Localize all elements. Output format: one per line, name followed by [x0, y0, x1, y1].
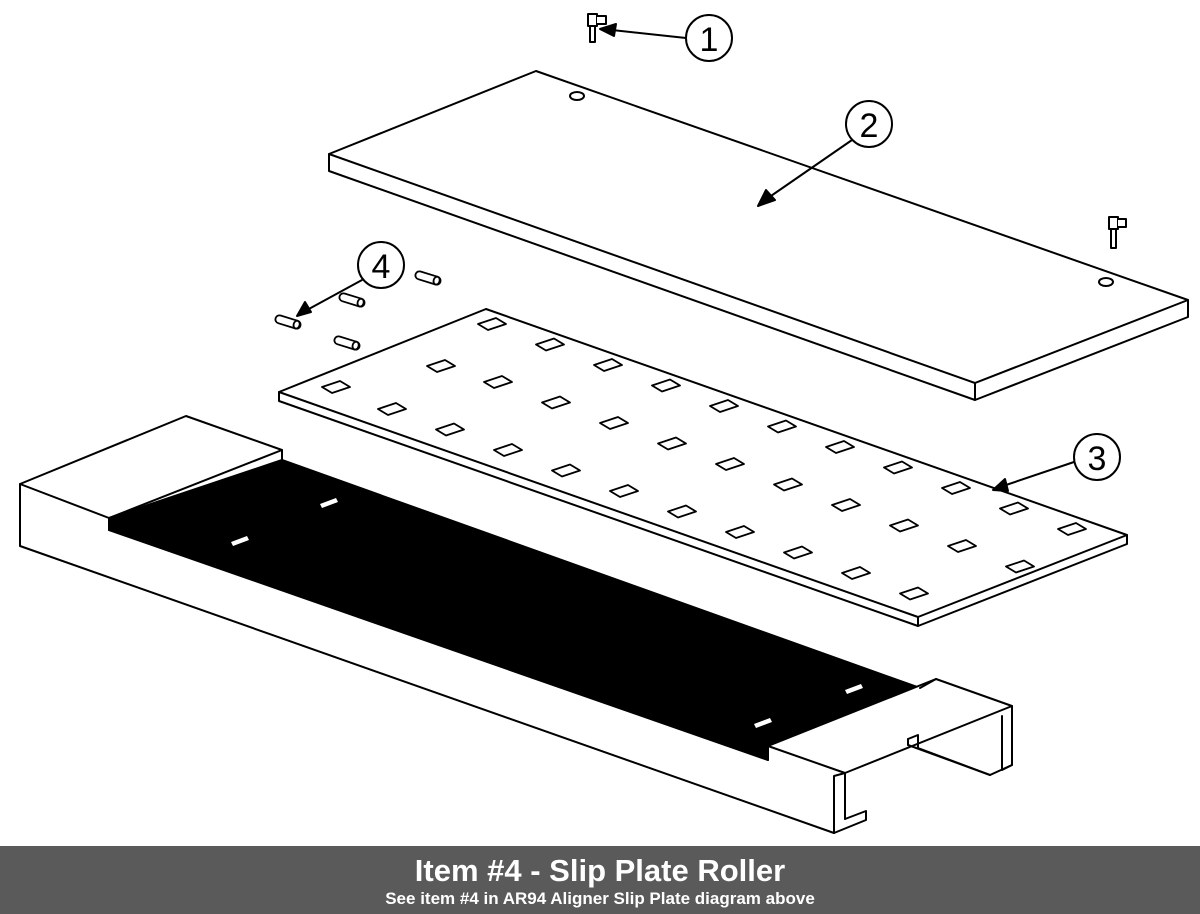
roller-slot [321, 380, 351, 394]
callout-2 [757, 100, 893, 207]
roller-slot [1057, 522, 1087, 536]
roller-slot [667, 504, 697, 519]
callout-2-label: 2 [860, 107, 879, 145]
roller-slot [493, 443, 523, 457]
roller-slot [841, 566, 871, 580]
caption-subtitle: See item #4 in AR94 Aligner Slip Plate d… [385, 889, 815, 908]
exploded-assembly-diagram: 1 2 3 4 [19, 13, 1189, 834]
roller-slot [477, 317, 507, 331]
callout-3 [992, 433, 1121, 492]
roller-slot [773, 477, 803, 492]
roller-plate-part-3 [278, 308, 1128, 627]
roller-slot [767, 419, 797, 434]
bolt-part-1-second [1108, 216, 1127, 249]
roller-slot [825, 440, 855, 454]
callout-1-label: 1 [700, 21, 719, 59]
roller-slot [709, 399, 739, 413]
roller-slot [551, 463, 581, 478]
callout-4-label: 4 [372, 248, 391, 286]
roller-slot [889, 518, 919, 533]
roller-slot [599, 416, 629, 430]
roller-slots [321, 317, 1087, 601]
bolt-part-1 [587, 13, 607, 43]
top-plate-part-2 [328, 70, 1189, 401]
base-channel [19, 415, 1013, 834]
roller-slot [609, 484, 639, 498]
roller-slot [535, 337, 565, 352]
roller-slot [651, 378, 681, 393]
caption-bar: Item #4 - Slip Plate Roller See item #4 … [0, 846, 1200, 914]
roller-slot [593, 358, 623, 372]
roller-slot [883, 460, 913, 475]
roller-slot [783, 545, 813, 560]
roller-slot [725, 525, 755, 539]
roller-slot [426, 359, 456, 373]
caption-title: Item #4 - Slip Plate Roller [414, 853, 786, 888]
roller-slot [435, 422, 465, 437]
roller-slot [941, 481, 971, 495]
callout-3-label: 3 [1088, 440, 1107, 478]
roller-slot [899, 586, 929, 601]
roller-slot [947, 539, 977, 553]
roller-slot [541, 395, 571, 410]
roller-slot [657, 436, 687, 451]
roller-slot [715, 457, 745, 471]
callout-4 [296, 241, 405, 317]
callout-1 [599, 14, 733, 62]
roller-slot [831, 498, 861, 512]
roller-slot [483, 375, 513, 389]
roller-slot [1005, 559, 1035, 574]
roller-slot [999, 501, 1029, 516]
roller-slot [377, 402, 407, 416]
